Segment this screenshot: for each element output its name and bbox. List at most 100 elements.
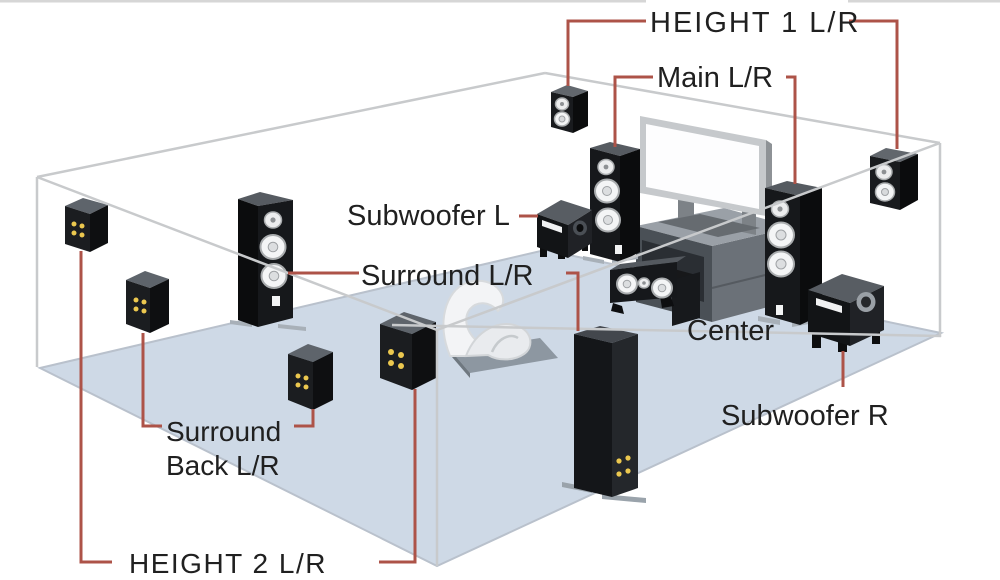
- surround-back-right-speaker: [288, 344, 333, 410]
- h2l-side: [90, 205, 108, 252]
- surround-right-speaker: [562, 326, 646, 503]
- mainr-port: [776, 305, 783, 315]
- subr-top: [808, 274, 884, 303]
- sbl-dot2: [141, 299, 147, 305]
- surl-foot-left: [230, 320, 252, 327]
- h1l-tweeter-dot: [560, 102, 564, 106]
- subl-vent-slot: [542, 220, 562, 233]
- h1r-top: [870, 148, 918, 162]
- surround-left-speaker: [230, 192, 306, 331]
- height1-left-speaker: [551, 85, 588, 133]
- center-top: [610, 256, 686, 270]
- height2-left-speaker: [65, 198, 108, 252]
- sbr-side: [313, 352, 333, 410]
- mainl-woofer2-cap: [603, 215, 613, 225]
- mainl-side: [620, 149, 640, 262]
- mainr-woofer1-cap: [775, 229, 787, 241]
- surr-dot3: [616, 471, 622, 477]
- sbl-dot4: [141, 308, 147, 314]
- subl-driver-cone: [576, 224, 584, 232]
- speakers: [65, 85, 918, 503]
- h1l-top: [551, 85, 588, 97]
- height1-right-speaker: [870, 148, 918, 210]
- ceiling-edge-right: [544, 71, 941, 145]
- surl-tweeter-dot: [270, 217, 276, 223]
- room-wireframe: [35, 71, 942, 367]
- subwoofer-l-label: Subwoofer L: [347, 200, 510, 232]
- surr-top: [574, 326, 638, 343]
- sbr-dot1: [295, 373, 301, 379]
- sbl-top: [126, 271, 169, 288]
- h2l-front: [65, 206, 90, 252]
- lounge-chair: [442, 279, 558, 378]
- mainl-woofer1-cap: [602, 186, 612, 196]
- mainl-top: [590, 142, 640, 156]
- mainl-front: [590, 148, 620, 262]
- surl-top: [238, 192, 293, 206]
- h1r-woofer-cap: [881, 188, 889, 196]
- sbr-dot3: [295, 382, 301, 388]
- near-wall-top-left: [36, 175, 438, 332]
- surr-dot1: [616, 458, 622, 464]
- sbl-dot3: [133, 306, 139, 312]
- height2-label: HEIGHT 2 L/R: [129, 548, 327, 579]
- h1l-side: [573, 91, 588, 133]
- subl-top: [537, 200, 592, 225]
- chair-curl-detail: [490, 334, 519, 353]
- surl-port: [272, 296, 280, 306]
- h2r-dot4: [398, 363, 404, 369]
- h2r-terminal-dots: [388, 349, 404, 369]
- height2-left-leader: [79, 251, 112, 564]
- mainr-woofer2-cap: [775, 258, 787, 270]
- main-label: Main L/R: [657, 62, 773, 94]
- h1l-woofer-cap: [558, 115, 566, 123]
- near-wall-base-right: [391, 323, 942, 338]
- main-left-leader: [613, 75, 653, 147]
- near-wall-top-right: [436, 141, 941, 332]
- center-speaker: [610, 256, 700, 326]
- sbr-front: [288, 354, 313, 410]
- center-woofer-left-cap: [622, 279, 632, 289]
- subr-driver-cone: [861, 296, 871, 308]
- height1-label: HEIGHT 1 L/R: [650, 7, 860, 39]
- main-left-speaker: [583, 142, 640, 264]
- surr-back: [574, 334, 612, 497]
- h1r-side: [900, 154, 918, 210]
- mainr-foot-left: [758, 316, 780, 325]
- mainl-port: [615, 245, 622, 254]
- center-woofer-right-cap: [657, 283, 667, 293]
- sbr-dot4: [303, 384, 309, 390]
- h2r-dot1: [388, 349, 394, 355]
- tv-screen: [646, 124, 759, 209]
- surl-woofer2-cap: [268, 270, 280, 282]
- h2l-dot3: [71, 230, 77, 236]
- top-border-right: [848, 0, 1000, 3]
- surl-side: [238, 199, 258, 327]
- center-foot-left: [611, 303, 624, 314]
- h2l-terminal-dots: [71, 221, 85, 238]
- h2l-dot4: [79, 232, 85, 238]
- subr-vent-slot: [816, 298, 842, 313]
- mainr-tweeter-dot: [777, 206, 783, 212]
- sbr-terminal-dots: [295, 373, 309, 390]
- tv: [640, 116, 772, 237]
- sbl-side: [150, 279, 169, 333]
- center-tweeter-dot: [642, 281, 646, 285]
- sbl-dot1: [133, 297, 139, 303]
- top-border-left: [0, 0, 646, 3]
- center-side-panel: [672, 272, 700, 326]
- surl-foot-right: [278, 324, 306, 331]
- chair-base-edge: [452, 352, 470, 378]
- ceiling-edge-left: [36, 71, 546, 179]
- h2r-front: [380, 324, 412, 390]
- surround-back-left-leader: [141, 333, 162, 428]
- surr-dot2: [625, 455, 631, 461]
- h2l-dot2: [79, 223, 85, 229]
- sbl-terminal-dots: [133, 297, 147, 314]
- surround-back-left-speaker: [126, 271, 169, 333]
- subwoofer-left-speaker: [537, 200, 592, 259]
- sbr-dot2: [303, 375, 309, 381]
- surr-side: [612, 334, 638, 497]
